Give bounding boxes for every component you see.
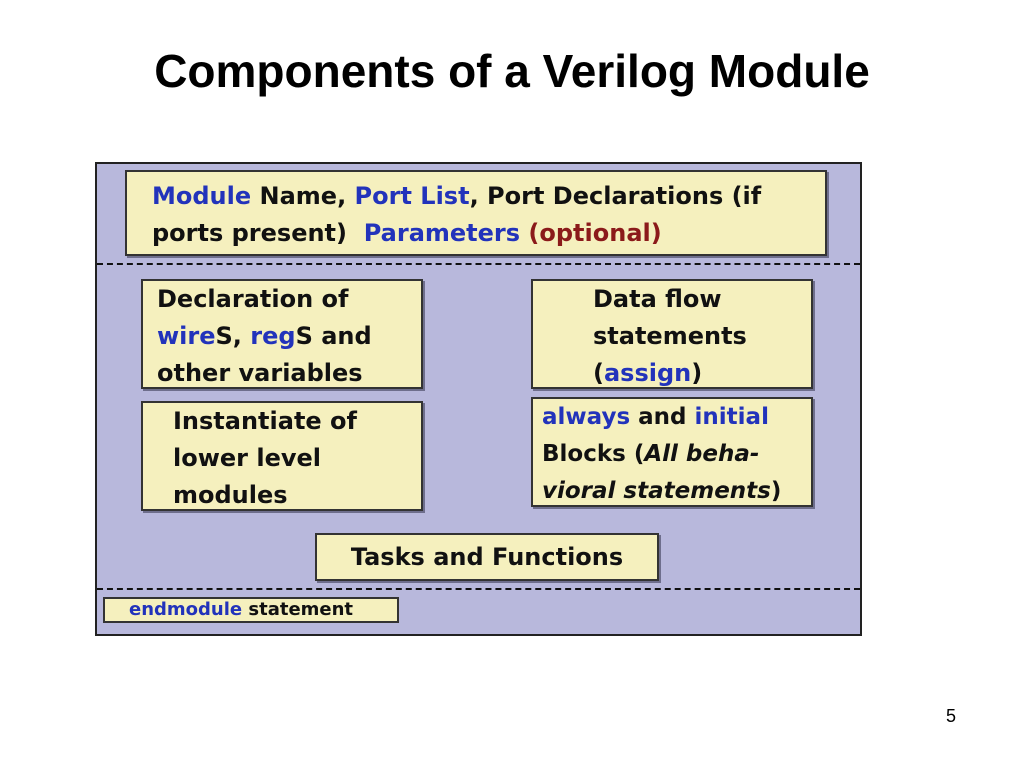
endmodule-text-statement: statement <box>242 599 354 620</box>
module-header-box: Module Name, Port List, Port Declaration… <box>125 170 827 256</box>
instantiate-box: Instantiate of lower level modules <box>141 401 423 511</box>
always-line-2: Blocks (All beha- <box>542 436 811 473</box>
dataflow-box: Data flow statements (assign) <box>531 279 813 389</box>
verilog-module-diagram: Module Name, Port List, Port Declaration… <box>95 162 862 636</box>
tasks-functions-label: Tasks and Functions <box>350 543 624 571</box>
always-line-3: vioral statements) <box>542 473 811 510</box>
optional-label: (optional) <box>528 219 662 247</box>
declaration-line-1: Declaration of <box>157 285 349 313</box>
module-header-line-2: ports present) Parameters (optional) <box>152 215 825 252</box>
declaration-box: Declaration of wireS, regS and other var… <box>141 279 423 389</box>
instantiate-line-1: Instantiate of <box>173 407 357 435</box>
always-line-1: always and initial <box>542 399 811 436</box>
dashed-divider-bottom <box>97 588 860 590</box>
always-close-paren: ) <box>770 478 782 504</box>
always-text-behavioral-2: vioral statements <box>542 478 771 504</box>
module-header-line-1: Module Name, Port List, Port Declaration… <box>152 178 825 215</box>
header-text-ports-present: ports present) <box>152 219 364 247</box>
keyword-always: always <box>542 404 631 430</box>
always-text-and: and <box>630 404 695 430</box>
keyword-initial: initial <box>694 404 769 430</box>
keyword-endmodule: endmodule <box>129 599 243 620</box>
header-text-port-declarations: , Port Declarations (if <box>469 182 762 210</box>
tasks-functions-box: Tasks and Functions <box>315 533 659 581</box>
declaration-text-s1: S, <box>215 322 251 350</box>
keyword-wire: wire <box>157 322 216 350</box>
dataflow-close-paren: ) <box>691 359 703 387</box>
endmodule-box: endmodule statement <box>103 597 399 623</box>
declaration-line-3: other variables <box>157 359 363 387</box>
instantiate-line-2: lower level <box>173 444 322 472</box>
declaration-text-s2: S and <box>295 322 372 350</box>
dataflow-line-2: statements <box>593 322 747 350</box>
keyword-assign: assign <box>603 359 692 387</box>
page-number: 5 <box>946 706 957 726</box>
keyword-parameters: Parameters <box>363 219 521 247</box>
header-text-name: Name, <box>251 182 355 210</box>
always-initial-box: always and initial Blocks (All beha- vio… <box>531 397 813 507</box>
always-text-behavioral-1: All beha- <box>644 441 760 467</box>
dashed-divider-top <box>97 263 860 265</box>
dataflow-open-paren: ( <box>593 359 604 387</box>
keyword-module: Module <box>152 182 252 210</box>
declaration-line-2: wireS, regS and <box>157 318 421 355</box>
slide-title: Components of a Verilog Module <box>154 45 870 97</box>
dataflow-line-1: Data flow <box>593 285 722 313</box>
dataflow-line-3: (assign) <box>593 355 811 392</box>
always-text-blocks: Blocks ( <box>542 441 645 467</box>
keyword-port-list: Port List <box>354 182 470 210</box>
instantiate-line-3: modules <box>173 481 288 509</box>
keyword-reg: reg <box>250 322 296 350</box>
